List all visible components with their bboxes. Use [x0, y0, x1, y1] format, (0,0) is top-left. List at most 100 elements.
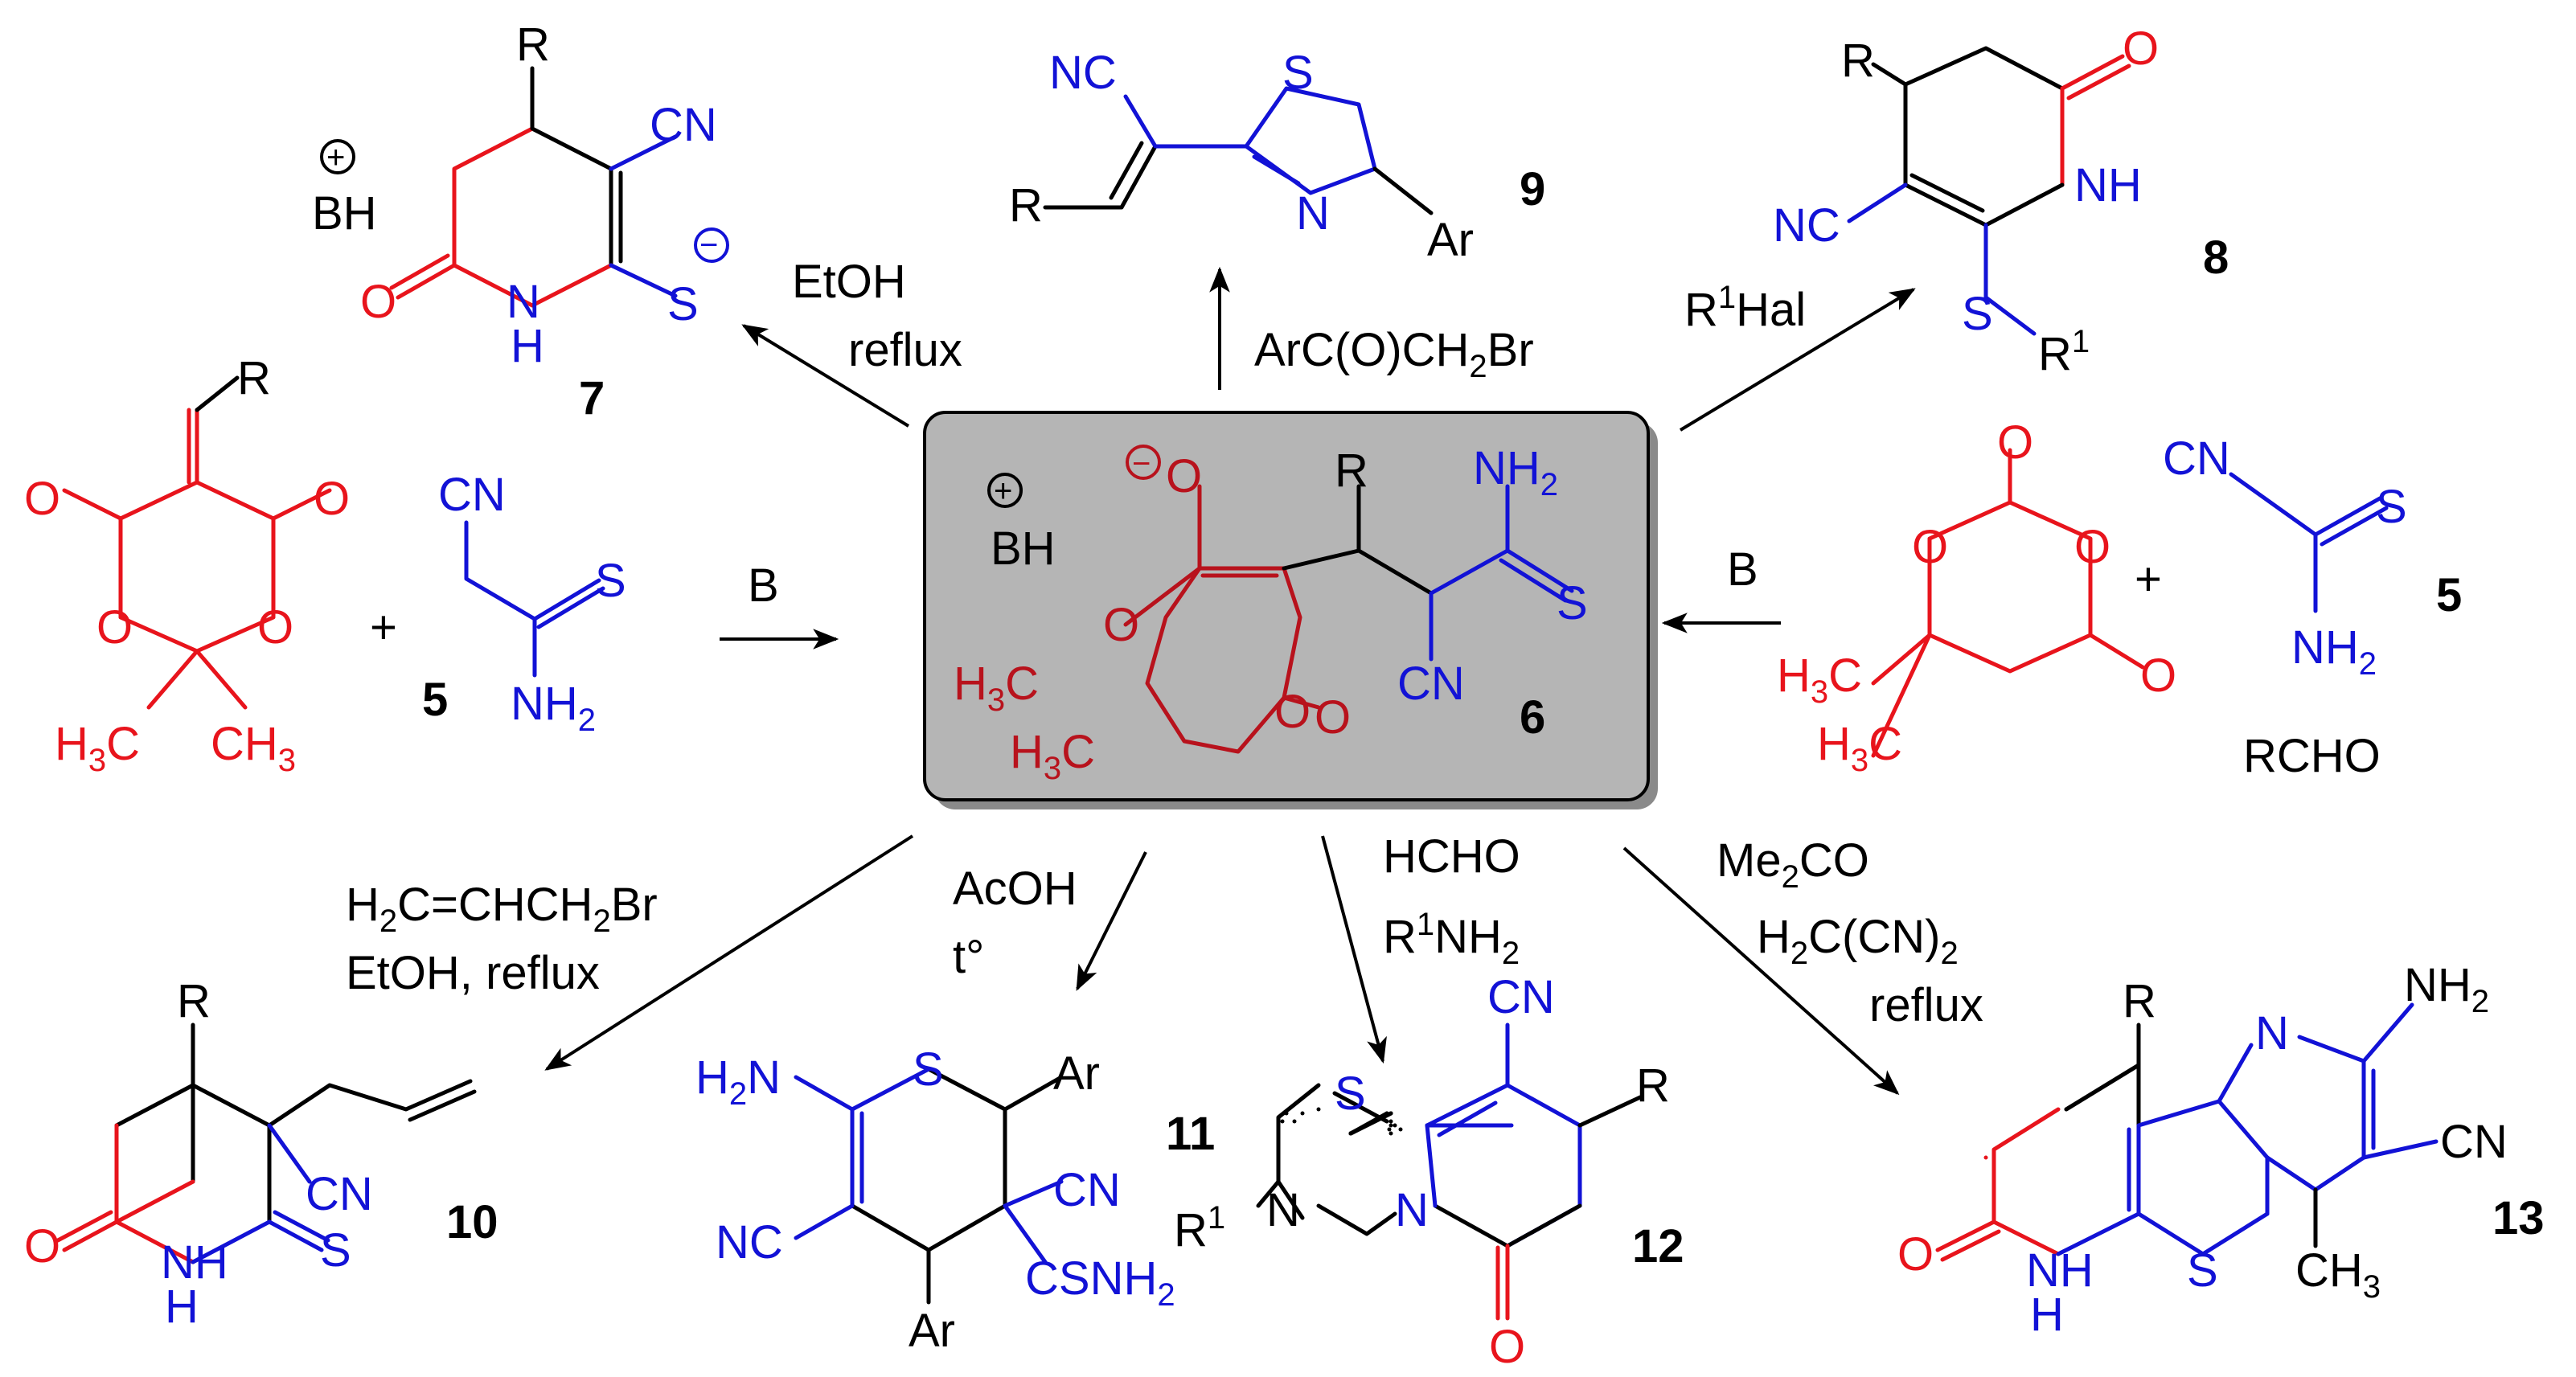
label-5-left: 5 — [422, 674, 448, 726]
svg-text:CN: CN — [306, 1168, 373, 1220]
reagent-base-left: B — [748, 559, 779, 612]
svg-text:BH: BH — [312, 187, 377, 240]
compound-8: R O NH NC S R1 8 R1Hal — [1679, 23, 2229, 432]
compound-9: NC R S N Ar 9 ArC(O)CH2Br — [1009, 47, 1545, 390]
reagent-hcho: HCHO — [1383, 830, 1520, 883]
svg-text:BH: BH — [991, 523, 1056, 575]
svg-text:O: O — [1897, 1228, 1934, 1281]
svg-text:H2N: H2N — [695, 1051, 781, 1112]
reagent-amine: R1NH2 — [1383, 907, 1520, 971]
svg-text:O: O — [1315, 691, 1351, 744]
label-12: 12 — [1632, 1220, 1684, 1272]
svg-text:NH2: NH2 — [1473, 442, 1558, 502]
svg-text:N: N — [1266, 1184, 1300, 1236]
svg-text:O: O — [1912, 521, 1948, 573]
svg-text:Ar: Ar — [909, 1305, 955, 1357]
svg-text:CN: CN — [2163, 432, 2230, 485]
svg-text:H3C: H3C — [1817, 718, 1902, 778]
compound-13: R N NH2 CN CH3 S O NH H 13 Me2CO H2C(CN)… — [1622, 834, 2545, 1341]
reagent-acetone: Me2CO — [1717, 834, 1869, 895]
svg-text:S: S — [1962, 288, 1993, 340]
compound-10: R CN O NH H S 10 H2C=CHCH2Br EtOH, reflu… — [24, 834, 914, 1333]
svg-text:R1: R1 — [1174, 1200, 1225, 1256]
svg-text:H: H — [511, 320, 544, 372]
arrow-to-13 — [1622, 846, 1900, 1096]
reagent-r1hal: R1Hal — [1684, 280, 1806, 336]
svg-text:NH: NH — [2026, 1244, 2094, 1297]
svg-text:O: O — [1489, 1321, 1525, 1373]
label-13: 13 — [2492, 1192, 2545, 1244]
reagent-aryl-bromide: ArC(O)CH2Br — [1254, 324, 1534, 384]
svg-text:CH3: CH3 — [211, 718, 296, 778]
svg-text:S: S — [1557, 577, 1588, 629]
reagent-reflux-13: reflux — [1869, 979, 1983, 1031]
svg-text:H3C: H3C — [1010, 726, 1095, 786]
svg-text:NH: NH — [2074, 159, 2142, 211]
svg-text:R: R — [1636, 1059, 1670, 1112]
compound-6: O − O O O H3C H3C R NH2 S CN BH + 6 — [923, 411, 1658, 809]
label-11: 11 — [1166, 1108, 1215, 1160]
svg-text:R: R — [516, 18, 550, 71]
svg-text:S: S — [667, 278, 699, 330]
svg-text:R: R — [1009, 179, 1043, 232]
svg-text:H3C: H3C — [1777, 650, 1862, 710]
reagent-etoh: EtOH — [792, 256, 906, 308]
label-6: 6 — [1520, 691, 1545, 744]
svg-text:S: S — [2187, 1244, 2218, 1297]
arrow-to-11 — [1076, 851, 1147, 991]
reagent-reflux: reflux — [848, 324, 962, 376]
svg-text:Ar: Ar — [1053, 1047, 1100, 1100]
reagent-malononitrile: H2C(CN)2 — [1757, 911, 1959, 971]
svg-text:O: O — [2123, 23, 2159, 75]
reagent-base-right: B — [1727, 543, 1758, 596]
arrow-to-12 — [1321, 835, 1387, 1064]
svg-text:O: O — [257, 601, 293, 654]
svg-text:NH2: NH2 — [2404, 959, 2489, 1019]
svg-text:R: R — [1841, 35, 1875, 87]
label-7: 7 — [579, 372, 605, 424]
svg-text:O: O — [1166, 450, 1202, 502]
svg-text:S: S — [2376, 481, 2407, 533]
svg-text:R: R — [2123, 975, 2156, 1027]
compound-7: R CN S − N H O BH + 7 EtOH reflux — [312, 18, 962, 428]
svg-text:S: S — [1282, 47, 1314, 99]
svg-text:O: O — [360, 276, 396, 328]
svg-text:N: N — [1395, 1184, 1429, 1236]
svg-text:NC: NC — [716, 1216, 783, 1268]
starting-materials-left: R O O O O H3C CH3 + CN S NH2 5 B — [24, 352, 839, 778]
svg-text:CN: CN — [438, 469, 506, 521]
svg-text:+: + — [326, 140, 345, 175]
svg-text:N: N — [507, 276, 540, 328]
svg-text:NH2: NH2 — [511, 678, 596, 738]
compound-12: CN R N S N O N R1 12 HCHO R1NH2 — [1174, 830, 1684, 1373]
svg-text:+: + — [2135, 553, 2162, 605]
reagent-rcho: RCHO — [2243, 730, 2381, 782]
reagent-heat: t° — [953, 931, 984, 983]
svg-text:O: O — [1997, 416, 2033, 469]
svg-text:O: O — [96, 601, 133, 654]
reagent-etoh-reflux: EtOH, reflux — [346, 947, 600, 999]
svg-text:N: N — [2255, 1007, 2289, 1059]
svg-text:NC: NC — [1773, 199, 1840, 252]
label-10: 10 — [446, 1196, 498, 1248]
svg-text:NH: NH — [161, 1236, 228, 1289]
svg-text:CN: CN — [1487, 971, 1555, 1023]
svg-text:S: S — [595, 555, 626, 607]
svg-text:S: S — [320, 1224, 351, 1277]
svg-text:NH2: NH2 — [2291, 621, 2377, 682]
svg-text:H3C: H3C — [954, 658, 1039, 718]
svg-text:O: O — [314, 473, 350, 525]
svg-text:O: O — [1103, 599, 1139, 651]
label-9: 9 — [1520, 163, 1545, 215]
label-5-right: 5 — [2436, 569, 2462, 621]
starting-materials-right: O O O O H3C H3C + CN S NH2 RCHO 5 B — [1661, 416, 2462, 782]
reagent-allyl-bromide: H2C=CHCH2Br — [346, 879, 658, 939]
compound-11: H2N S Ar CN NC CSNH2 Ar 11 AcOH t° — [695, 851, 1215, 1357]
svg-text:O: O — [24, 1220, 60, 1272]
label-8: 8 — [2203, 232, 2229, 284]
svg-text:O: O — [1274, 686, 1311, 738]
svg-text:N: N — [1296, 187, 1330, 240]
svg-text:+: + — [370, 601, 397, 654]
arrow-to-10 — [544, 834, 914, 1071]
